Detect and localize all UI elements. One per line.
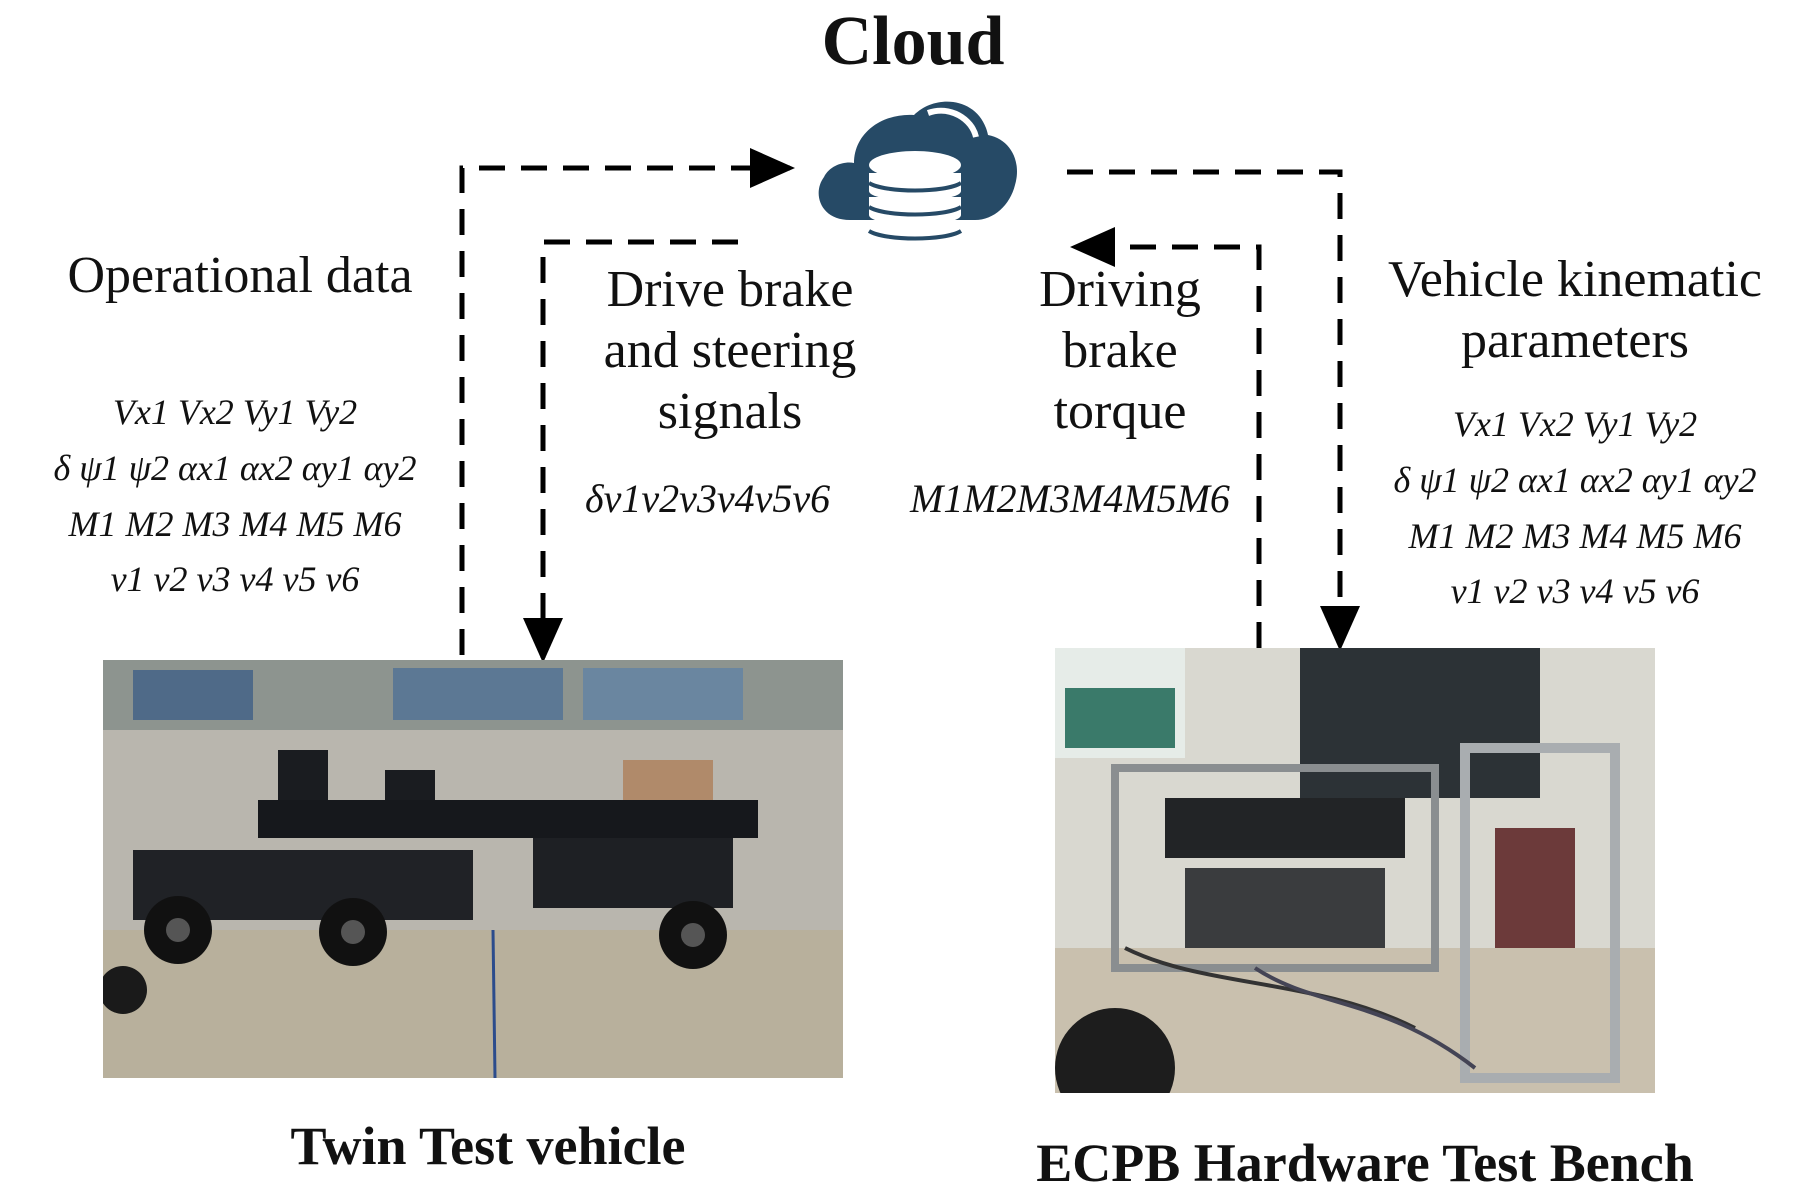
- kinematic-params-label: Vehicle kinematic parameters: [1355, 250, 1795, 372]
- left-var-line: Vx1 Vx2 Vy1 Vy2: [112, 392, 358, 432]
- left-var-line: v1 v2 v3 v4 v5 v6: [110, 559, 360, 600]
- drive-signals-arrow: [523, 239, 738, 663]
- drive-signals-line: signals: [657, 382, 803, 440]
- drive-signals-line: and steering: [603, 321, 857, 379]
- operational-data-label: Operational data: [67, 247, 413, 304]
- diagram-title: Cloud: [821, 3, 1005, 80]
- right-var-line: M1 M2 M3 M4 M5 M6: [1408, 515, 1742, 556]
- kinematic-params-line: Vehicle kinematic: [1388, 251, 1762, 308]
- ecpb-test-bench-photo: [1055, 648, 1655, 1093]
- operational-data-arrow: [459, 148, 795, 655]
- brake-torque-line: torque: [1053, 382, 1187, 440]
- brake-torque-line: Driving: [1039, 261, 1201, 318]
- kinematic-params-line: parameters: [1460, 311, 1690, 369]
- right-var-line: Vx1 Vx2 Vy1 Vy2: [1452, 404, 1698, 444]
- right-var-line: δ ψ1 ψ2 αx1 αx2 αy1 αy2: [1393, 459, 1757, 500]
- drive-signals-label: Drive brake and steering signals: [560, 260, 900, 442]
- left-var-line: M1 M2 M3 M4 M5 M6: [68, 503, 402, 544]
- left-variables: Vx1 Vx2 Vy1 Vy2 δ ψ1 ψ2 αx1 αx2 αy1 αy2 …: [10, 385, 460, 608]
- kinematic-params-arrow: [1067, 169, 1360, 651]
- twin-test-vehicle-photo: [103, 660, 843, 1078]
- brake-torque-vars: M1M2M3M4M5M6: [910, 476, 1230, 521]
- brake-torque-label: Driving brake torque: [980, 260, 1260, 442]
- twin-test-vehicle-caption: Twin Test vehicle: [290, 1116, 686, 1176]
- right-var-line: v1 v2 v3 v4 v5 v6: [1450, 571, 1700, 612]
- ecpb-test-bench-caption: ECPB Hardware Test Bench: [1036, 1133, 1694, 1193]
- left-var-line: δ ψ1 ψ2 αx1 αx2 αy1 αy2: [53, 447, 417, 488]
- brake-torque-arrow: [1070, 227, 1262, 648]
- brake-torque-line: brake: [1062, 321, 1178, 379]
- drive-signals-vars: δv1v2v3v4v5v6: [585, 476, 831, 521]
- right-variables: Vx1 Vx2 Vy1 Vy2 δ ψ1 ψ2 αx1 αx2 αy1 αy2 …: [1345, 397, 1805, 620]
- drive-signals-line: Drive brake: [606, 261, 854, 318]
- cloud-database-icon: [818, 101, 1017, 251]
